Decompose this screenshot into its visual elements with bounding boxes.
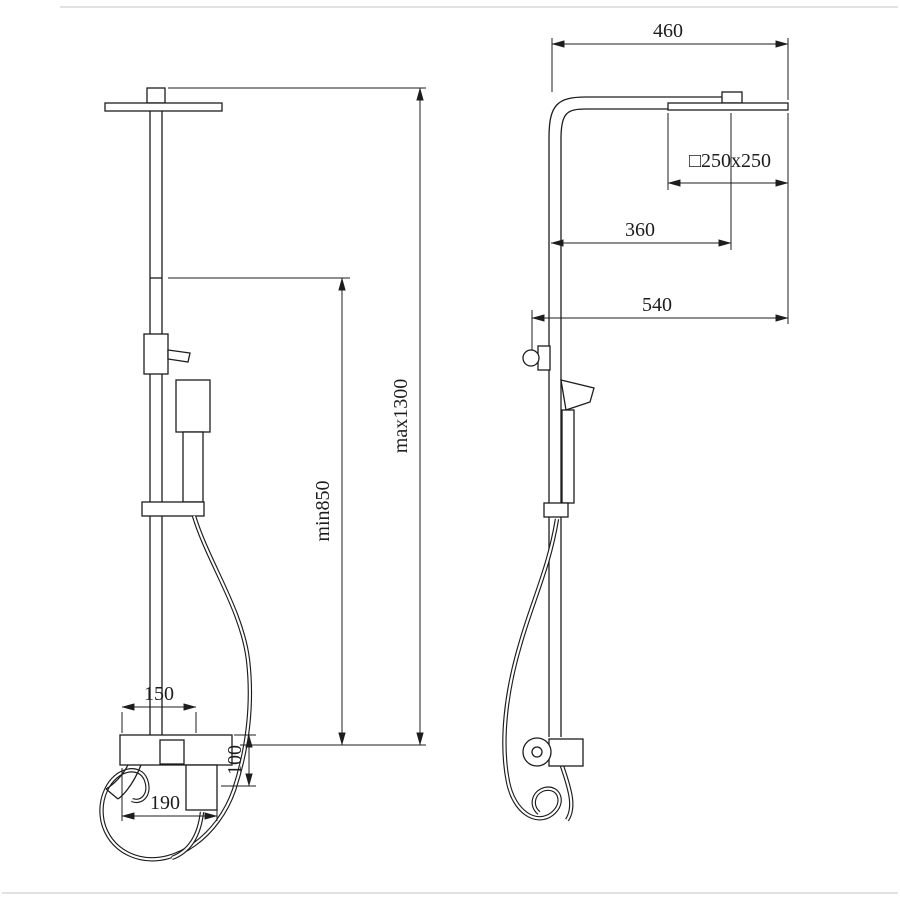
dim-label-min-height: min850 bbox=[312, 480, 334, 541]
shower-hose-side bbox=[502, 518, 574, 822]
dim-label-valve-height: 100 bbox=[224, 745, 246, 775]
dim-540: 540 bbox=[531, 113, 789, 350]
riser-pipe-side bbox=[548, 138, 562, 737]
dim-150: 150 bbox=[121, 683, 197, 733]
slider-bracket-side bbox=[543, 502, 569, 518]
dim-label-valve-reach: 190 bbox=[150, 792, 180, 814]
overhead-shower-head-side bbox=[667, 102, 789, 111]
dim-360: 360 bbox=[550, 113, 732, 250]
dim-250x250: □250x250 bbox=[667, 113, 789, 190]
shower-arm bbox=[548, 96, 734, 139]
hand-shower-head bbox=[175, 379, 211, 433]
dim-label-arm-span: 460 bbox=[653, 20, 683, 42]
slider-bracket bbox=[141, 501, 205, 517]
shower-head-connector bbox=[146, 87, 166, 104]
overhead-shower-head bbox=[104, 102, 223, 112]
shower-hose bbox=[99, 515, 253, 862]
mixer-valve bbox=[105, 734, 233, 811]
side-view: 460 □250x250 360 540 bbox=[502, 20, 789, 822]
head-connector-side bbox=[721, 91, 743, 104]
front-view: max1300 min850 150 100 190 bbox=[99, 87, 426, 862]
dim-label-max-height: max1300 bbox=[390, 379, 412, 453]
dim-label-valve-width: 150 bbox=[144, 683, 174, 705]
dim-460: 460 bbox=[551, 20, 789, 100]
mixer-escutcheon bbox=[159, 739, 185, 765]
mixer-spout bbox=[105, 764, 142, 800]
dim-100: 100 bbox=[221, 734, 256, 787]
wall-outlet bbox=[522, 737, 584, 767]
wall-bracket-knob bbox=[522, 345, 551, 371]
dim-label-head-size: □250x250 bbox=[689, 150, 771, 172]
riser-pipe bbox=[149, 111, 163, 735]
hand-shower-handle bbox=[182, 431, 204, 503]
hand-shower-side bbox=[560, 379, 595, 504]
dim-min850: min850 bbox=[168, 277, 350, 746]
outlet-block bbox=[185, 764, 218, 811]
dim-label-overall-depth: 540 bbox=[642, 294, 672, 316]
hand-shower bbox=[175, 379, 211, 503]
dim-max1300: max1300 bbox=[168, 87, 426, 746]
dim-label-head-center: 360 bbox=[625, 219, 655, 241]
dim-190: 190 bbox=[121, 768, 218, 821]
diverter-knob bbox=[143, 333, 191, 375]
